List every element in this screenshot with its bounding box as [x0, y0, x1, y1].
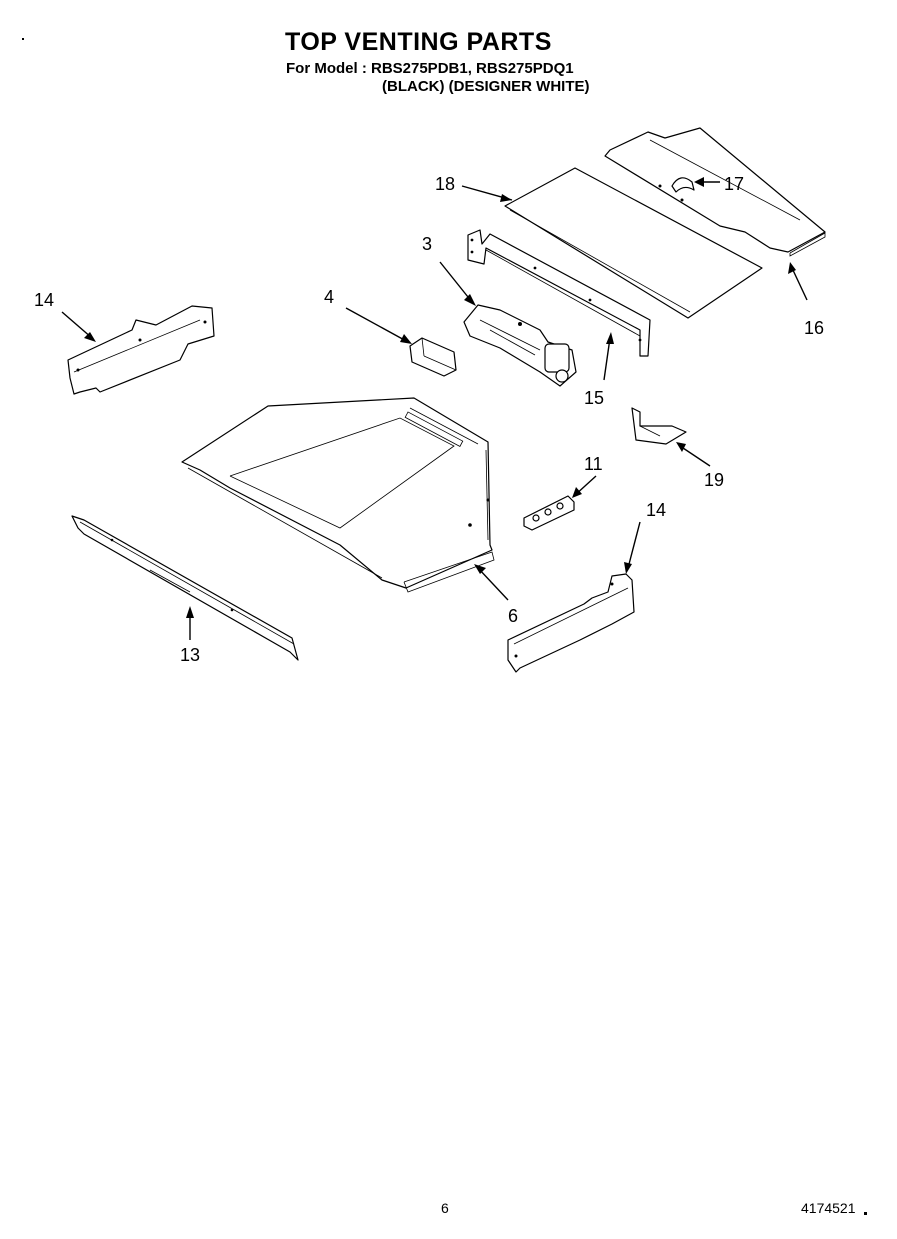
- part-17-clip: [658, 177, 695, 202]
- callout-11: 11: [584, 454, 603, 474]
- callout-18: 18: [435, 174, 455, 194]
- callout-13: 13: [180, 645, 200, 665]
- part-19-small-bracket: [631, 407, 687, 445]
- callout-4: 4: [324, 287, 334, 307]
- callout-3: 3: [422, 234, 432, 254]
- document-number: 4174521: [801, 1200, 856, 1216]
- callout-16: 16: [804, 318, 824, 338]
- callout-15: 15: [584, 388, 604, 408]
- callout-14-right: 14: [646, 500, 666, 520]
- page-title: TOP VENTING PARTS: [285, 28, 552, 56]
- part-3-motor-assembly: [463, 304, 577, 387]
- part-18-cover-plate: [504, 167, 763, 319]
- callout-labels: 18 17 16 3 4 14 15 19 11 14 6 13: [34, 174, 824, 665]
- part-15-rear-bracket: [467, 229, 651, 357]
- footer-dot: [864, 1212, 867, 1215]
- speck-mark: [22, 38, 24, 40]
- leader-lines: [61, 177, 808, 640]
- callout-17: 17: [724, 174, 744, 194]
- part-6-vent-duct: [181, 397, 495, 593]
- part-4-block: [409, 337, 457, 377]
- part-14-side-bracket-left: [67, 305, 215, 395]
- part-16-top-panel: [604, 127, 826, 257]
- callout-14-left: 14: [34, 290, 54, 310]
- part-14-side-bracket-right: [507, 573, 635, 673]
- part-11-terminal-block: [523, 495, 575, 531]
- callout-19: 19: [704, 470, 724, 490]
- model-line-2: (BLACK) (DESIGNER WHITE): [382, 78, 590, 95]
- model-line-1: For Model : RBS275PDB1, RBS275PDQ1: [286, 60, 574, 77]
- part-13-front-rail: [71, 515, 299, 661]
- callout-6: 6: [508, 606, 518, 626]
- page-number: 6: [441, 1200, 449, 1216]
